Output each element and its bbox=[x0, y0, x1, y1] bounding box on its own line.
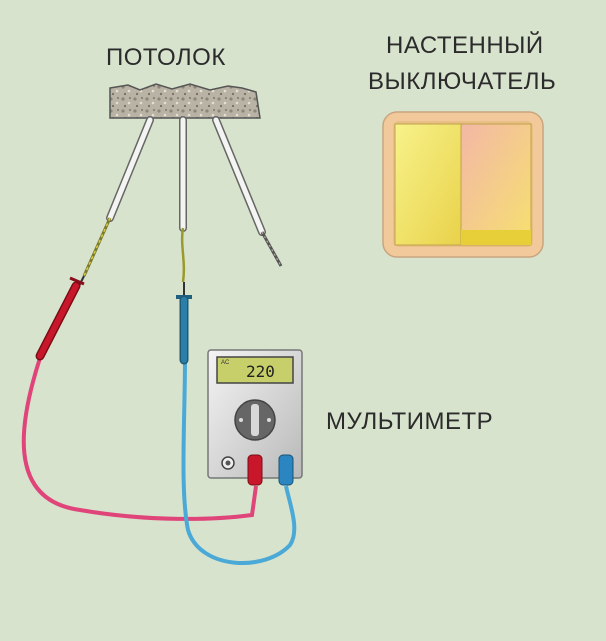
multimeter-label: МУЛЬТИМЕТР bbox=[326, 408, 494, 435]
switch-key-left bbox=[394, 123, 462, 246]
blue-probe bbox=[176, 282, 192, 365]
ceiling-label: ПОТОЛОК bbox=[106, 44, 226, 71]
multimeter-mode: AC bbox=[221, 360, 230, 366]
switch-key-right bbox=[460, 123, 532, 246]
wall-switch bbox=[382, 111, 544, 258]
ceiling-wires bbox=[82, 116, 283, 283]
red-cable bbox=[21, 357, 258, 521]
blue-cable bbox=[181, 357, 297, 565]
multimeter-display bbox=[216, 356, 294, 384]
red-probe bbox=[35, 275, 85, 361]
multimeter-reading: 220 bbox=[246, 362, 275, 381]
red-jack-plug bbox=[247, 454, 263, 486]
blue-jack-plug bbox=[278, 454, 294, 486]
multimeter: AC 220 bbox=[207, 349, 303, 486]
ceiling-slab bbox=[109, 83, 261, 119]
switch-label-line2: ВЫКЛЮЧАТЕЛЬ bbox=[368, 68, 557, 95]
switch-label-line1: НАСТЕННЫЙ bbox=[386, 32, 544, 59]
